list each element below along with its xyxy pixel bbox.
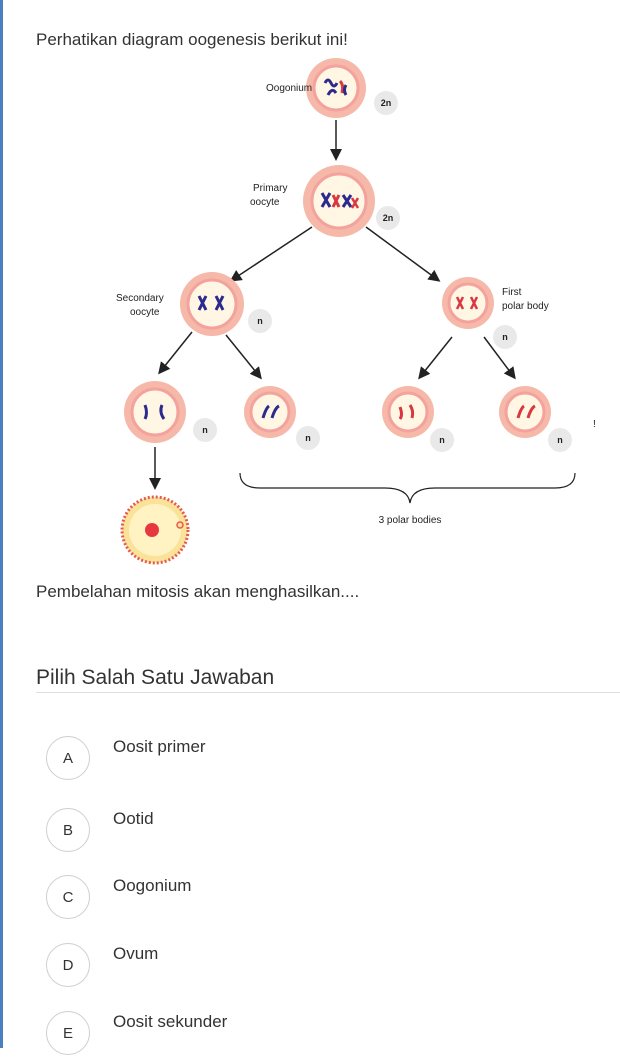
ploidy-badge-primary: 2n <box>376 206 400 230</box>
option-text[interactable]: Oogonium <box>113 876 192 895</box>
ploidy-badge-ootid: n <box>193 418 217 442</box>
answer-option-a[interactable]: A Oosit primer <box>46 736 606 784</box>
label-primary-1: Primary <box>253 183 287 194</box>
question-prompt: Pembelahan mitosis akan menghasilkan.... <box>36 582 360 601</box>
label-secondary-1: Secondary <box>116 293 164 304</box>
answer-option-c[interactable]: C Oogonium <box>46 875 606 923</box>
polar-bodies-brace <box>239 472 576 504</box>
option-letter-badge[interactable]: A <box>46 736 90 780</box>
ploidy-badge-polar-3: n <box>430 428 454 452</box>
secondary-oocyte-cell <box>180 272 244 336</box>
option-text[interactable]: Ovum <box>113 944 159 963</box>
stray-mark: ! <box>593 419 596 430</box>
option-text[interactable]: Ootid <box>113 809 154 828</box>
first-polar-body-cell <box>442 277 494 329</box>
label-oogonium: Oogonium <box>266 83 312 94</box>
option-letter-badge[interactable]: B <box>46 808 90 852</box>
answer-option-b[interactable]: B Ootid <box>46 808 606 856</box>
oogonium-cell <box>306 58 366 118</box>
svg-text:n: n <box>439 435 445 445</box>
question-text: Perhatikan diagram oogenesis berikut ini… <box>36 30 348 49</box>
label-first-1: First <box>502 287 522 298</box>
ploidy-badge-first-polar: n <box>493 325 517 349</box>
option-text[interactable]: Oosit primer <box>113 737 206 756</box>
svg-text:n: n <box>557 435 563 445</box>
arrow-primary-to-polar <box>365 226 441 282</box>
label-primary-2: oocyte <box>250 197 280 208</box>
label-secondary-2: oocyte <box>130 307 160 318</box>
polar-body-2-cell <box>244 386 296 438</box>
svg-text:n: n <box>305 433 311 443</box>
left-accent-rule <box>0 0 3 1048</box>
polar-body-3-cell <box>382 386 434 438</box>
answer-option-d[interactable]: D Ovum <box>46 943 606 991</box>
section-divider <box>36 692 620 693</box>
ploidy-badge-polar-4: n <box>548 428 572 452</box>
ovum-cell <box>120 495 190 565</box>
oogenesis-diagram: Oogonium 2n Primary oocyte 2n Secondary … <box>116 58 596 565</box>
option-letter-badge[interactable]: D <box>46 943 90 987</box>
ootid-cell <box>124 381 186 443</box>
answer-option-e[interactable]: E Oosit sekunder <box>46 1011 606 1059</box>
arrow-primary-to-secondary <box>229 226 313 282</box>
arrow-first-to-polar-3 <box>418 336 453 380</box>
label-polar-bodies: 3 polar bodies <box>379 515 442 526</box>
option-letter-badge[interactable]: C <box>46 875 90 919</box>
svg-text:2n: 2n <box>381 98 392 108</box>
svg-text:2n: 2n <box>383 213 394 223</box>
ploidy-badge-secondary: n <box>248 309 272 333</box>
option-letter-badge[interactable]: E <box>46 1011 90 1055</box>
ploidy-badge-oogonium: 2n <box>374 91 398 115</box>
svg-text:n: n <box>257 316 263 326</box>
arrow-first-to-polar-4 <box>483 336 516 380</box>
arrow-secondary-to-ootid <box>158 331 193 375</box>
label-first-2: polar body <box>502 301 549 312</box>
svg-text:n: n <box>502 332 508 342</box>
option-text[interactable]: Oosit sekunder <box>113 1012 228 1031</box>
polar-body-4-cell <box>499 386 551 438</box>
primary-oocyte-cell <box>303 165 375 237</box>
svg-text:n: n <box>202 425 208 435</box>
arrow-secondary-to-polar-2 <box>225 334 262 380</box>
answer-section-title: Pilih Salah Satu Jawaban <box>36 666 275 689</box>
ploidy-badge-polar-2: n <box>296 426 320 450</box>
